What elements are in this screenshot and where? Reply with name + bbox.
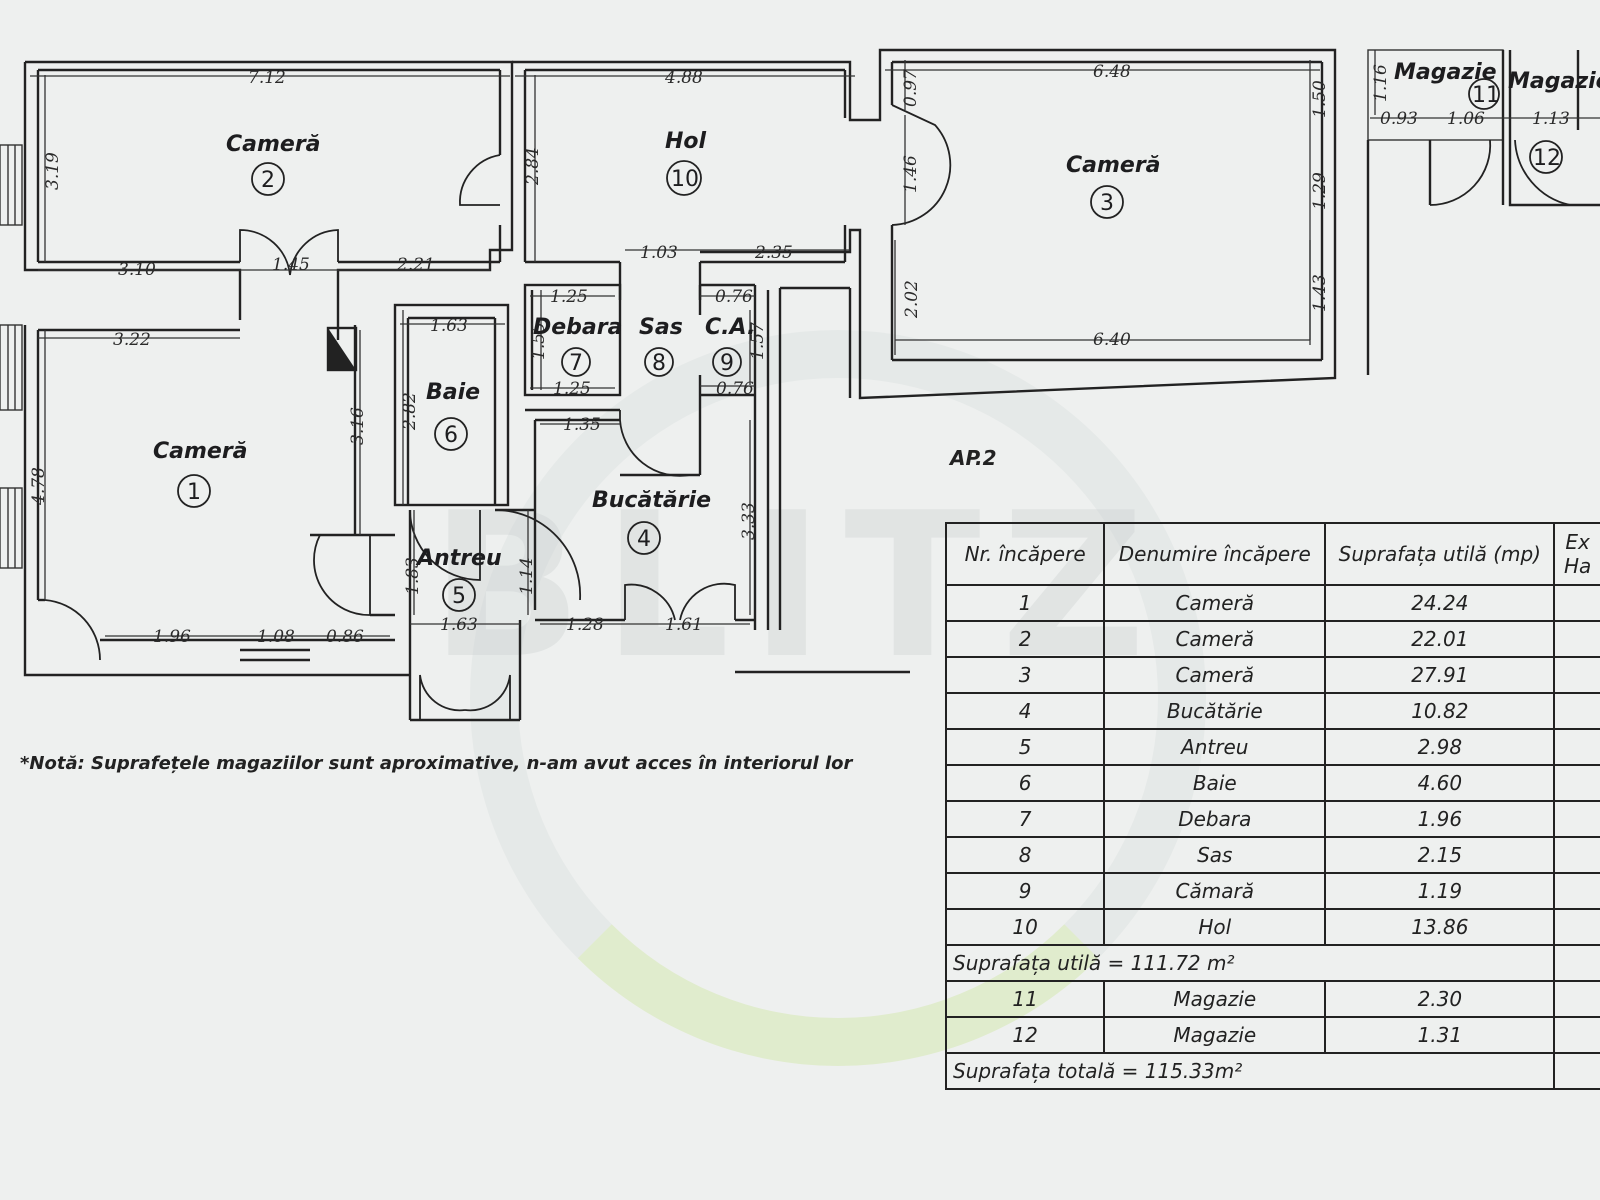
dim-label: 1.06 [1447, 109, 1485, 129]
dim-label: 1.14 [517, 557, 537, 595]
dim-label: 2.82 [400, 392, 420, 431]
dim-label: 6.48 [1093, 62, 1131, 82]
dim-label: 1.03 [640, 243, 678, 263]
dim-label: 4.78 [29, 467, 49, 506]
dim-label: 1.16 [1371, 64, 1391, 102]
dim-label: 0.76 [716, 379, 754, 399]
room-number: 4 [637, 527, 651, 552]
room-name: Hol [665, 129, 707, 154]
table-header-row: Nr. încăpere Denumire încăpere Suprafața… [944, 522, 1600, 586]
dim-label: 2.84 [523, 147, 543, 186]
dim-label: 1.63 [440, 615, 478, 635]
dim-label: 1.96 [153, 627, 191, 647]
dim-label: 2.21 [396, 255, 435, 275]
dim-label: 3.33 [739, 502, 759, 540]
left-windows [0, 144, 23, 569]
dim-label: 1.50 [1310, 80, 1330, 118]
area-table: Nr. încăpere Denumire încăpere Suprafața… [944, 522, 1600, 1090]
dim-label: 1.08 [257, 627, 295, 647]
dim-label: 1.25 [553, 379, 591, 399]
apartment-label: AP.2 [948, 446, 997, 470]
dim-label: 1.13 [1532, 109, 1570, 129]
dim-label: 1.29 [1310, 172, 1330, 210]
dim-label: 1.63 [430, 316, 468, 336]
room-number: 3 [1100, 191, 1114, 216]
dim-label: 0.93 [1380, 109, 1418, 129]
room-number: 8 [652, 351, 666, 376]
room-name: Bucătărie [592, 488, 711, 513]
dimension-labels: 7.12 4.88 6.48 3.19 2.84 0.97 1.50 1.16 … [29, 62, 1570, 647]
dim-label: 3.19 [43, 152, 63, 190]
dimension-lines [30, 50, 1600, 637]
room-number: 6 [444, 423, 458, 448]
dim-label: 3.16 [348, 407, 368, 445]
dim-label: 0.86 [326, 627, 364, 647]
room-number: 5 [452, 584, 466, 609]
dim-label: 0.76 [715, 287, 753, 307]
dim-label: 1.43 [1310, 274, 1330, 312]
dim-label: 0.97 [901, 69, 921, 107]
footnote: *Notă: Suprafețele magaziilor sunt aprox… [20, 753, 853, 774]
dim-label: 1.25 [550, 287, 588, 307]
column-header: Denumire încăpere [1103, 522, 1327, 586]
dim-label: 3.22 [113, 330, 151, 350]
room-name: Sas [639, 315, 683, 340]
room-labels: Cameră 2 Hol 10 Cameră 3 Magazie 11 Maga… [153, 60, 1600, 612]
room-name: Antreu [415, 546, 502, 571]
room-number: 1 [187, 480, 201, 505]
dim-label: 2.35 [754, 243, 793, 263]
room-name: Magazie [1508, 69, 1600, 94]
room-number: 7 [569, 351, 583, 376]
dim-label: 1.45 [272, 255, 310, 275]
column-header: Suprafața utilă (mp) [1324, 522, 1556, 586]
dim-label: 1.61 [665, 615, 703, 635]
room-name: Debara [533, 315, 622, 340]
dim-label: 2.02 [902, 280, 922, 319]
room-name: Cameră [1066, 153, 1161, 178]
room-name: Magazie [1394, 60, 1497, 85]
dim-label: 1.57 [748, 322, 768, 360]
subtotal-row: Suprafața utilă = 111.72 m² [944, 944, 1600, 982]
room-name: Cameră [226, 132, 321, 157]
dim-label: 1.46 [901, 155, 921, 193]
room-name: Baie [426, 380, 480, 405]
doors [44, 104, 1571, 720]
room-number: 9 [720, 351, 734, 376]
room-number: 2 [261, 168, 275, 193]
total-row: Suprafața totală = 115.33m² [944, 1052, 1600, 1090]
dim-label: 3.10 [118, 260, 156, 280]
room-number: 12 [1533, 146, 1561, 171]
room-number: 11 [1472, 83, 1500, 108]
dim-label: 4.88 [664, 68, 703, 88]
room-number: 10 [671, 167, 699, 192]
dim-label: 1.28 [566, 615, 604, 635]
dim-label: 7.12 [248, 68, 286, 88]
dim-label: 6.40 [1093, 330, 1131, 350]
room-name: Cameră [153, 439, 248, 464]
room-name: C.A. [705, 315, 755, 340]
dim-label: 1.83 [403, 557, 423, 595]
column-header: Nr. încăpere [944, 522, 1106, 586]
dim-label: 1.55 [529, 322, 549, 360]
dim-label: 1.35 [563, 415, 601, 435]
